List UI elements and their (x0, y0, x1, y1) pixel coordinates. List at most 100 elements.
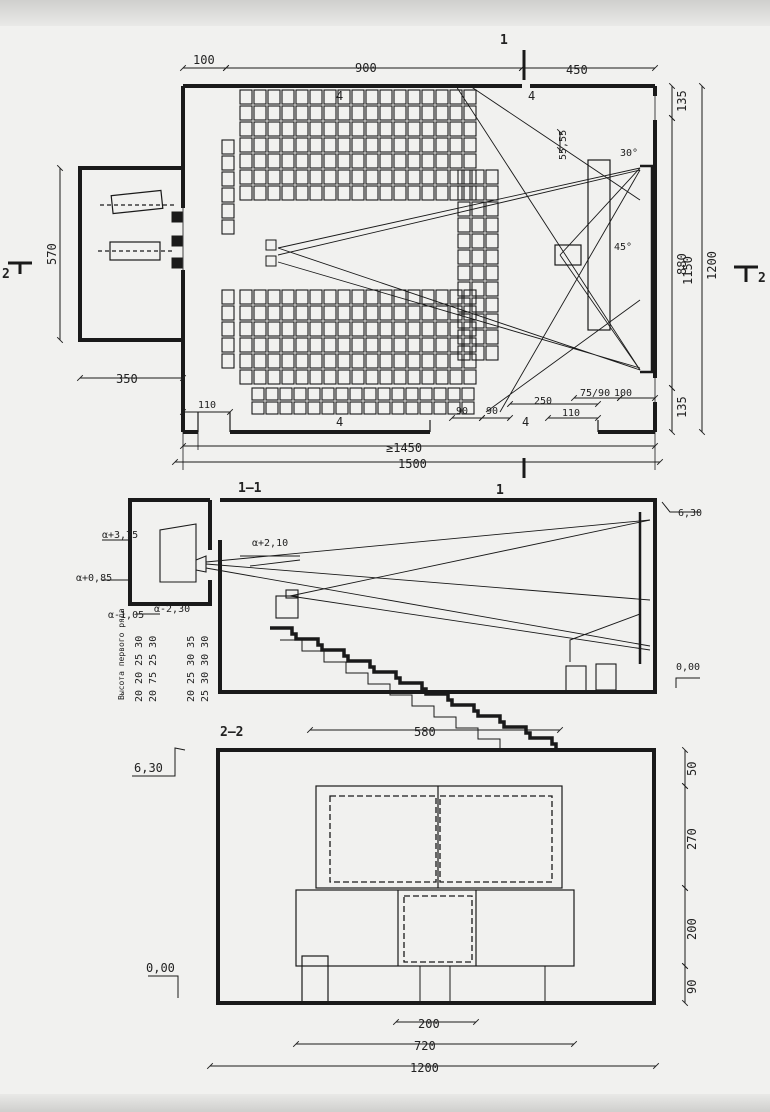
seat (309, 185, 323, 201)
seat (295, 121, 309, 137)
seating-rows (221, 89, 499, 415)
seat (393, 353, 407, 369)
seat (421, 353, 435, 369)
row-heights-b: 20 75 25 30 (148, 636, 159, 702)
level-630-s2: 6,30 (134, 761, 163, 775)
seat (407, 289, 421, 305)
seat (265, 401, 279, 415)
seat (449, 337, 463, 353)
seat (221, 155, 235, 171)
dim-1200-s2: 1200 (410, 1061, 439, 1075)
seat (267, 185, 281, 201)
row-heights-d: 25 30 30 30 (200, 636, 211, 702)
seat (337, 153, 351, 169)
seat (267, 321, 281, 337)
seat (221, 139, 235, 155)
seat (485, 265, 499, 281)
seat (435, 305, 449, 321)
seat (471, 329, 485, 345)
seat (435, 137, 449, 153)
seat (379, 321, 393, 337)
seat (267, 137, 281, 153)
seat (485, 169, 499, 185)
level-630: 6,30 (678, 508, 702, 519)
dim-55: 55,55 (558, 130, 569, 160)
seat (407, 305, 421, 321)
seat-marker (265, 255, 277, 267)
seat (337, 121, 351, 137)
section-1-1-labels: 1—1 α+3,75 α+0,85 α+2,10 α-1,05 α-2,30 6… (76, 481, 702, 702)
seat (253, 121, 267, 137)
seat (461, 401, 475, 415)
dim-720: 720 (414, 1039, 436, 1053)
seat (221, 305, 235, 321)
seat (407, 185, 421, 201)
seat (239, 353, 253, 369)
section-2-2-title: 2—2 (220, 725, 243, 740)
seat (419, 387, 433, 401)
seat (435, 369, 449, 385)
dim-100-b: 100 (614, 388, 632, 399)
seat (239, 89, 253, 105)
seat (407, 89, 421, 105)
seat (421, 321, 435, 337)
seat (239, 337, 253, 353)
dim-580: 580 (414, 725, 436, 739)
seat (337, 305, 351, 321)
seat (295, 89, 309, 105)
seat (485, 249, 499, 265)
seat (221, 289, 235, 305)
seat (457, 345, 471, 361)
seat (307, 387, 321, 401)
seat (337, 353, 351, 369)
seat (393, 321, 407, 337)
seat (221, 321, 235, 337)
level-210: α+2,10 (252, 538, 288, 549)
seat (393, 305, 407, 321)
seat (267, 289, 281, 305)
seat (239, 305, 253, 321)
seat (435, 121, 449, 137)
dim-100: 100 (193, 53, 215, 67)
seat (365, 369, 379, 385)
seat (253, 89, 267, 105)
section-2-2-dimension-lines (206, 726, 689, 1070)
seat (393, 185, 407, 201)
stair-mark: 4 (528, 89, 535, 103)
seat (351, 185, 365, 201)
seat (463, 137, 477, 153)
seat (281, 185, 295, 201)
seat (267, 305, 281, 321)
seat (221, 353, 235, 369)
sightlines (277, 85, 641, 413)
scan-bottom-band (0, 1094, 770, 1112)
seat (379, 153, 393, 169)
dim-90: 90 (685, 980, 699, 994)
seat (309, 169, 323, 185)
seat (337, 89, 351, 105)
seat (457, 201, 471, 217)
seat (435, 321, 449, 337)
angle-30: 30° (620, 148, 638, 159)
seat (393, 153, 407, 169)
seat (253, 185, 267, 201)
seat (393, 137, 407, 153)
port-opening (171, 257, 183, 269)
seat (337, 321, 351, 337)
seat (379, 337, 393, 353)
dim-350: 350 (116, 372, 138, 386)
seat (309, 369, 323, 385)
seat (239, 289, 253, 305)
seat (309, 305, 323, 321)
seat (267, 369, 281, 385)
seat (321, 401, 335, 415)
seat (365, 137, 379, 153)
seat (421, 337, 435, 353)
dim-1450: ≥1450 (386, 441, 422, 455)
seat (253, 289, 267, 305)
seat (457, 297, 471, 313)
seat (267, 153, 281, 169)
seat (309, 137, 323, 153)
seat (393, 121, 407, 137)
